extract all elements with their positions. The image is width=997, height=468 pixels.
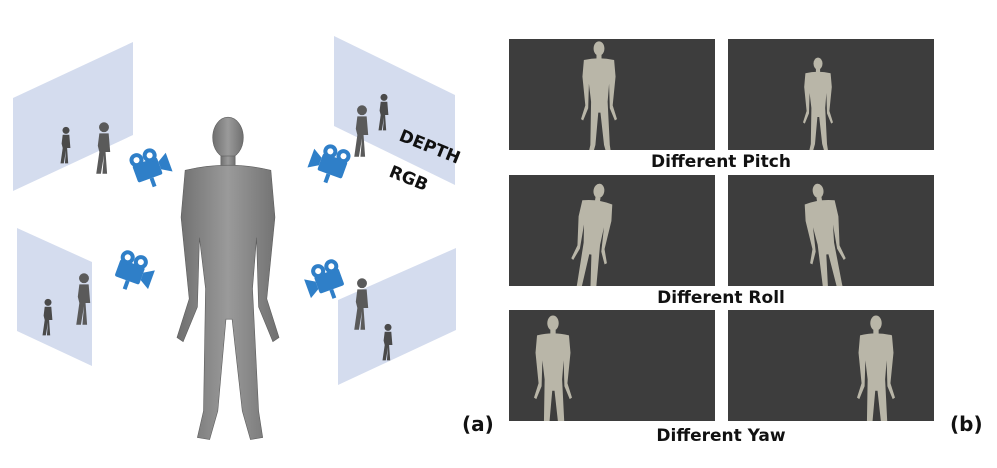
movie-camera-icon bbox=[300, 257, 349, 306]
caption-pitch: Different Pitch bbox=[651, 152, 791, 172]
movie-camera-icon bbox=[127, 143, 176, 192]
render-pitch-right bbox=[728, 39, 934, 150]
render-roll-left bbox=[509, 175, 715, 286]
movie-camera-icon bbox=[304, 139, 353, 188]
render-yaw-left bbox=[509, 310, 715, 421]
projection-plane-top-right bbox=[334, 36, 455, 185]
panel-label-a: (a) bbox=[462, 412, 494, 436]
render-yaw-right bbox=[728, 310, 934, 421]
projection-plane-top-left bbox=[13, 42, 133, 191]
render-roll-right bbox=[728, 175, 934, 286]
caption-roll: Different Roll bbox=[657, 288, 785, 308]
movie-camera-icon bbox=[110, 248, 159, 297]
projection-plane-bottom-right bbox=[338, 248, 456, 385]
human-mesh-figure bbox=[176, 116, 280, 441]
caption-yaw: Different Yaw bbox=[656, 426, 786, 446]
panel-label-b: (b) bbox=[950, 412, 983, 436]
render-pitch-left bbox=[509, 39, 715, 150]
projection-plane-bottom-left bbox=[17, 228, 92, 366]
